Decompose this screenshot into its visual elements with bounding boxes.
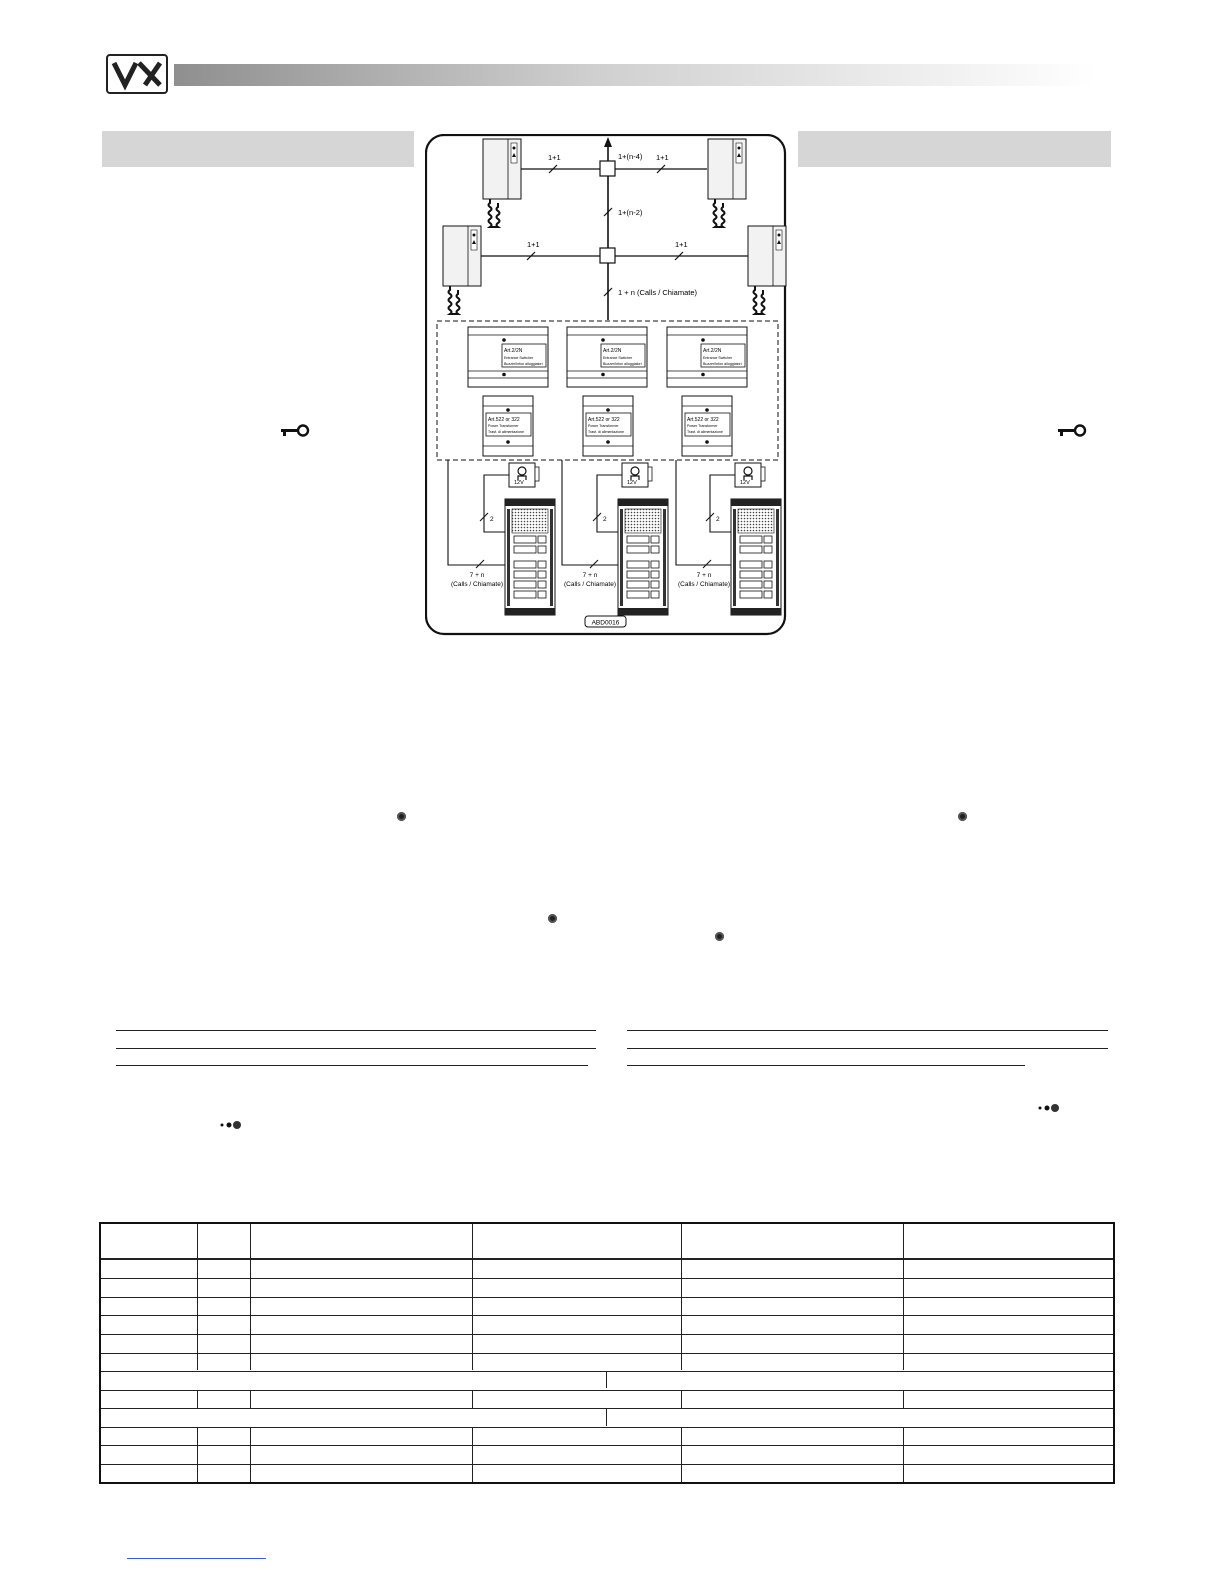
brand-logo xyxy=(106,54,168,94)
module-upper-3-sub2: Buzzer/Infon alloggiatori xyxy=(703,362,742,366)
module-upper-3-sub1: Entrance Switcher xyxy=(703,356,733,360)
section-header-left xyxy=(102,131,414,167)
junction-box-upper xyxy=(599,160,616,177)
panel-1-wire-label: 2 xyxy=(490,516,494,523)
module-lower-2-label: Art.522 or 322 xyxy=(588,417,620,423)
bullet-dot-icon xyxy=(397,812,406,821)
entrance-panel-1 xyxy=(504,498,556,616)
control-enclosure xyxy=(436,320,779,461)
panel-3-bus-label: 7 + n xyxy=(697,572,712,579)
branch-label-lower-right: 1+1 xyxy=(675,240,688,249)
riser-label-top: 1+(n-4) xyxy=(618,152,643,161)
junction-box-lower xyxy=(599,247,616,264)
module-lower-3-sub1: Power Transformer xyxy=(687,424,718,428)
module-lower-1-sub1: Power Transformer xyxy=(488,424,519,428)
reference-code: ABD0016 xyxy=(592,620,620,627)
bullet-dot-icon xyxy=(548,914,557,923)
rule-left-1 xyxy=(116,1030,596,1031)
bullet-dot-icon xyxy=(715,932,724,941)
indicator-dots-icon xyxy=(220,1121,241,1129)
signal-table xyxy=(99,1222,1115,1484)
rule-right-2 xyxy=(627,1048,1108,1049)
riser-arrow-icon xyxy=(604,137,612,147)
panel-2-bus-sublabel: (Calls / Chiamate) xyxy=(564,581,616,588)
module-lower-3-label: Art.522 or 322 xyxy=(687,417,719,423)
panel-1-bus-sublabel: (Calls / Chiamate) xyxy=(451,581,503,588)
entrance-panel-3 xyxy=(730,498,782,616)
bullet-dot-icon xyxy=(958,812,967,821)
module-lower-1-sub2: Trasf. di alimentazione xyxy=(488,430,524,434)
reference-code-box xyxy=(584,615,627,628)
lock-1-label: 12V xyxy=(514,480,524,486)
indicator-dots-icon xyxy=(1038,1104,1059,1112)
riser-label-middle: 1+(n-2) xyxy=(618,208,643,217)
logo-mark-icon xyxy=(111,61,163,91)
module-lower-3-sub2: Trasf. di alimentazione xyxy=(687,430,723,434)
rule-left-3 xyxy=(116,1065,588,1066)
module-lower-2-sub2: Trasf. di alimentazione xyxy=(588,430,624,434)
panel-3-wire-label: 2 xyxy=(716,516,720,523)
footer-link-underline[interactable] xyxy=(127,1558,266,1559)
module-upper-1-sub1: Entrance Switcher xyxy=(504,356,534,360)
panel-2-wire-label: 2 xyxy=(603,516,607,523)
module-upper-2-sub2: Buzzer/Infon alloggiatori xyxy=(603,362,642,366)
lock-2-label: 12V xyxy=(627,480,637,486)
key-icon xyxy=(281,424,310,437)
branch-label-lower-left: 1+1 xyxy=(527,240,540,249)
riser-label-bottom: 1 + n (Calls / Chiamate) xyxy=(618,288,697,297)
branch-label-upper-right: 1+1 xyxy=(656,153,669,162)
panel-1-bus-label: 7 + n xyxy=(470,572,485,579)
module-lower-1-label: Art.522 or 322 xyxy=(488,417,520,423)
section-header-right xyxy=(798,131,1111,167)
branch-label-upper-left: 1+1 xyxy=(548,153,561,162)
key-icon xyxy=(1058,424,1087,437)
wiring-diagram: 1+1 1+1 1+1 1+1 1+(n-4) 1+(n-2) 1 + n (C… xyxy=(425,134,787,636)
module-upper-2-label: Art.2/2N xyxy=(603,348,622,354)
rule-left-2 xyxy=(116,1048,596,1049)
lock-3-label: 12V xyxy=(740,480,750,486)
header-gradient-bar xyxy=(174,64,1096,86)
rule-right-3 xyxy=(627,1065,1025,1066)
module-upper-3-label: Art.2/2N xyxy=(703,348,722,354)
entrance-panel-2 xyxy=(617,498,669,616)
panel-3-bus-sublabel: (Calls / Chiamate) xyxy=(678,581,730,588)
module-lower-2-sub1: Power Transformer xyxy=(588,424,619,428)
module-upper-1-label: Art.2/2N xyxy=(504,348,523,354)
module-upper-1-sub2: Buzzer/Infon alloggiatori xyxy=(504,362,543,366)
rule-right-1 xyxy=(627,1030,1108,1031)
module-upper-2-sub1: Entrance Switcher xyxy=(603,356,633,360)
panel-2-bus-label: 7 + n xyxy=(583,572,598,579)
